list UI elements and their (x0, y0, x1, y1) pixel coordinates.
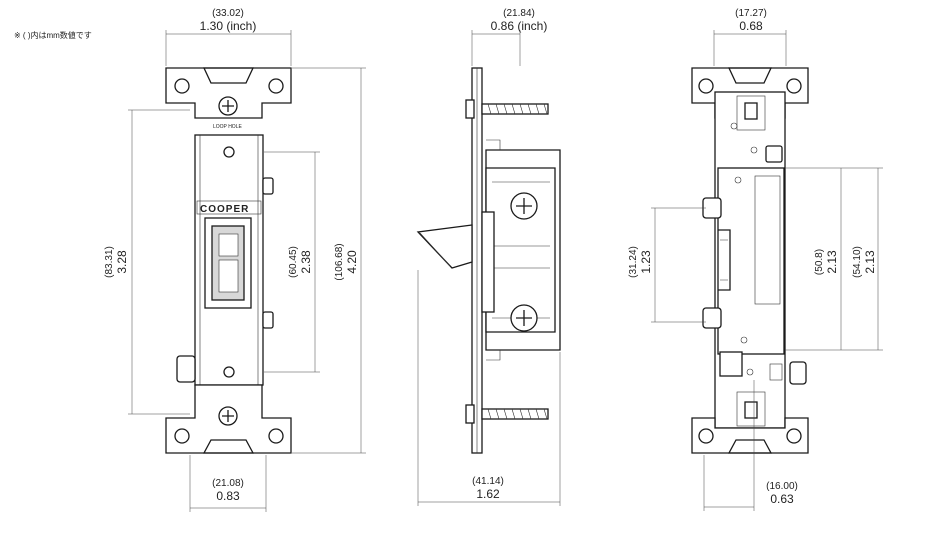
bottom-mounting-screw (465, 404, 549, 424)
back-mid-mm: (50.8) (814, 249, 825, 275)
back-right-mm: (54.10) (852, 246, 863, 278)
front-height-mm: (83.31) (104, 246, 115, 278)
front-view: LOOP HOLE COOPER (165, 67, 292, 454)
side-bottom-inch: 1.62 (476, 487, 500, 501)
dimension-labels: (33.02) 1.30 (inch) (83.31) 3.28 (60.45)… (104, 8, 877, 506)
front-dimensions (128, 30, 366, 512)
front-inner-inch: 2.38 (299, 250, 313, 274)
back-dimensions (651, 30, 883, 511)
front-width-mm: (33.02) (212, 8, 244, 19)
back-bottom-mm: (16.00) (766, 481, 798, 492)
side-view (416, 67, 561, 454)
back-top-inch: 0.68 (739, 19, 763, 33)
overall-height-inch: 4.20 (345, 250, 359, 274)
back-right-inch: 2.13 (863, 250, 877, 274)
mm-note: ※ ( )内はmm数値です (14, 31, 92, 40)
side-top-mm: (21.84) (503, 8, 535, 19)
front-bottom-inch: 0.83 (216, 489, 240, 503)
back-top-mm: (17.27) (735, 8, 767, 19)
back-left-inch: 1.23 (639, 250, 653, 274)
brand-logo: COOPER (200, 204, 249, 215)
front-inner-mm: (60.45) (288, 246, 299, 278)
overall-height-mm: (106.68) (334, 243, 345, 280)
top-mounting-screw (465, 99, 549, 119)
back-bottom-inch: 0.63 (770, 492, 794, 506)
back-view (691, 67, 809, 454)
front-bottom-mm: (21.08) (212, 478, 244, 489)
front-width-inch: 1.30 (inch) (200, 19, 257, 33)
back-mid-inch: 2.13 (825, 250, 839, 274)
side-bottom-mm: (41.14) (472, 476, 504, 487)
front-height-inch: 3.28 (115, 250, 129, 274)
side-dimensions (417, 30, 561, 506)
side-top-inch: 0.86 (inch) (491, 19, 548, 33)
loop-hole-label: LOOP HOLE (213, 124, 242, 130)
back-left-mm: (31.24) (628, 246, 639, 278)
